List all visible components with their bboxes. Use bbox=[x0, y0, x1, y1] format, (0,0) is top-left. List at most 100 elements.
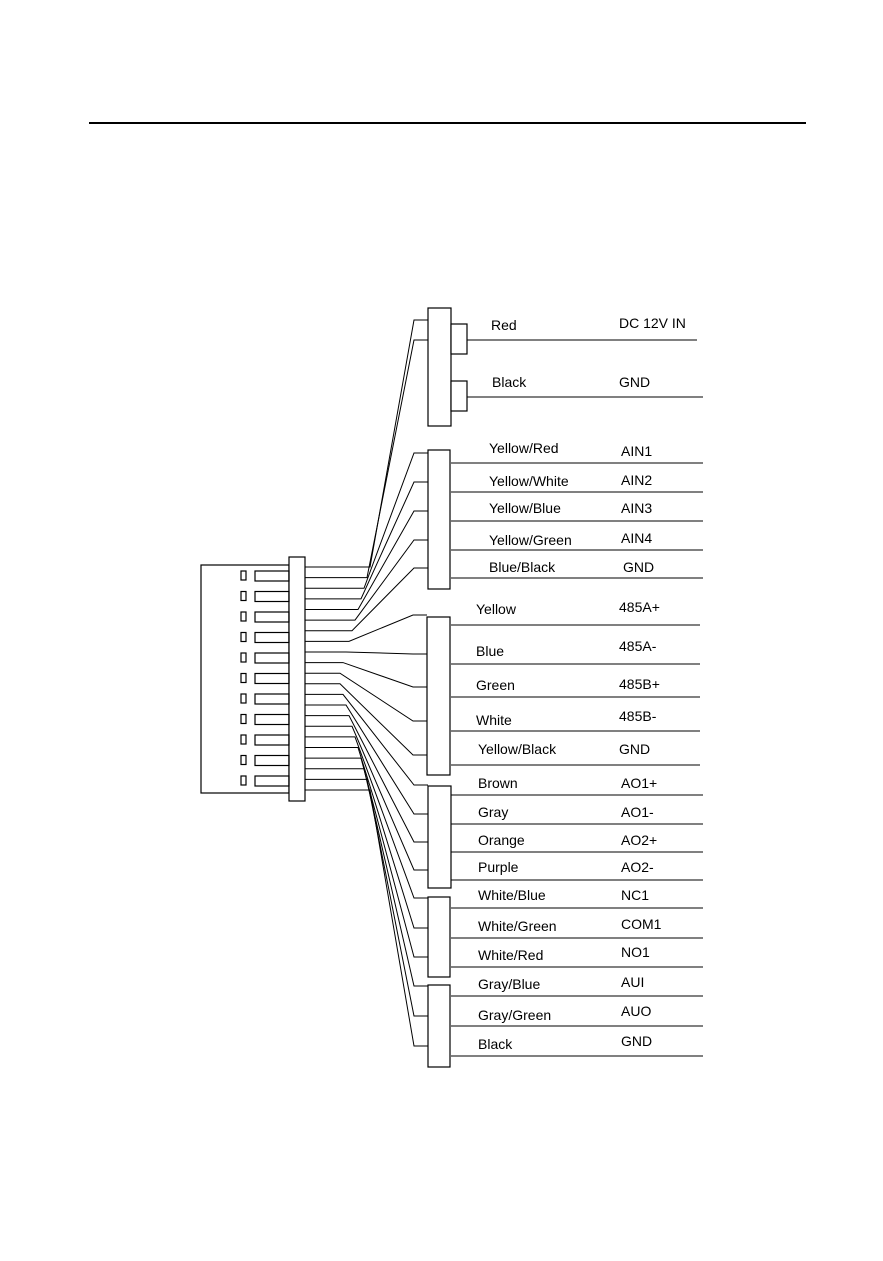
fanout-wire bbox=[305, 672, 427, 722]
wire-color-label: Blue/Black bbox=[489, 559, 556, 575]
wire-fanout bbox=[305, 319, 428, 1047]
wire-signal-label: NC1 bbox=[621, 887, 649, 903]
connector-pin bbox=[240, 631, 247, 643]
main-connector bbox=[200, 556, 306, 802]
connector-pin-socket bbox=[254, 734, 290, 746]
fanout-wire bbox=[305, 736, 428, 899]
connector-pin bbox=[240, 652, 247, 663]
fanout-wire bbox=[305, 715, 428, 843]
wire-signal-label: COM1 bbox=[621, 916, 662, 932]
wire-signal-label: AO1- bbox=[621, 804, 654, 820]
connector-pin-socket bbox=[254, 611, 290, 623]
fanout-wire bbox=[305, 662, 427, 688]
wire-signal-label: 485B+ bbox=[619, 676, 660, 692]
wire-signal-label: AIN1 bbox=[621, 443, 652, 459]
wire-signal-label: DC 12V IN bbox=[619, 315, 686, 331]
wire-signal-label: GND bbox=[623, 559, 654, 575]
wire-signal-label: AIN2 bbox=[621, 472, 652, 488]
fanout-wire bbox=[305, 725, 428, 871]
wire-signal-label: AIN4 bbox=[621, 530, 652, 546]
wire-signal-label: GND bbox=[619, 741, 650, 757]
wire-color-label: White/Red bbox=[478, 947, 543, 963]
connector-pin bbox=[240, 672, 247, 684]
fanout-wire bbox=[305, 651, 427, 655]
fanout-wire bbox=[305, 452, 428, 589]
wire-color-label: Yellow/Red bbox=[489, 440, 559, 456]
wire-color-label: Yellow/Green bbox=[489, 532, 572, 548]
power-terminal-tab bbox=[450, 323, 468, 355]
wire-color-label: Gray/Blue bbox=[478, 976, 540, 992]
fanout-wire bbox=[305, 567, 428, 632]
wire-signal-label: GND bbox=[619, 374, 650, 390]
terminal-block-analog-in bbox=[427, 449, 451, 590]
connector-pin-socket bbox=[254, 652, 290, 664]
wire-color-label: Red bbox=[491, 317, 517, 333]
wire-color-label: Yellow/White bbox=[489, 473, 569, 489]
wire-color-label: Green bbox=[476, 677, 515, 693]
terminal-block-rs485 bbox=[426, 616, 451, 776]
connector-pin-socket bbox=[254, 754, 290, 767]
wire-color-label: Brown bbox=[478, 775, 518, 791]
connector-pin-socket bbox=[254, 693, 290, 705]
wire-color-label: Black bbox=[478, 1036, 513, 1052]
fanout-wire bbox=[305, 693, 428, 786]
wire-color-label: White bbox=[476, 712, 512, 728]
wire-color-label: Gray bbox=[478, 804, 508, 820]
connector-pin bbox=[240, 590, 247, 602]
fanout-wire bbox=[305, 510, 428, 610]
wire-signal-label: AUO bbox=[621, 1003, 651, 1019]
wire-signal-label: AUI bbox=[621, 974, 644, 990]
wire-color-label: Gray/Green bbox=[478, 1007, 551, 1023]
connector-pin-socket bbox=[254, 631, 290, 644]
fanout-wire bbox=[305, 683, 427, 756]
connector-pin bbox=[240, 754, 247, 766]
fanout-wire bbox=[305, 768, 428, 987]
fanout-wire bbox=[305, 339, 428, 579]
fanout-wire bbox=[305, 778, 428, 1017]
terminal-block-analog-out bbox=[427, 785, 452, 889]
wire-leads bbox=[451, 339, 703, 1057]
wire-signal-label: 485A- bbox=[619, 638, 657, 654]
fanout-wire bbox=[305, 539, 428, 621]
wire-color-label: White/Blue bbox=[478, 887, 546, 903]
connector-pin bbox=[240, 775, 247, 786]
connector-pin bbox=[240, 713, 247, 725]
wire-color-label: Black bbox=[492, 374, 527, 390]
fanout-wire bbox=[305, 319, 428, 568]
wire-color-label: Blue bbox=[476, 643, 504, 659]
fanout-wire bbox=[305, 789, 428, 1047]
connector-plug bbox=[288, 556, 306, 802]
connector-pin bbox=[240, 570, 247, 581]
wire-signal-label: 485A+ bbox=[619, 599, 660, 615]
fanout-wire bbox=[305, 481, 428, 600]
wire-color-label: Orange bbox=[478, 832, 525, 848]
wire-signal-label: AO2+ bbox=[621, 832, 657, 848]
connector-pin bbox=[240, 693, 247, 704]
connector-pin-socket bbox=[254, 590, 290, 603]
wire-signal-label: 485B- bbox=[619, 708, 657, 724]
wire-color-label: Yellow/Black bbox=[478, 741, 557, 757]
terminal-block-relay bbox=[427, 896, 451, 978]
terminal-block-power bbox=[427, 307, 452, 427]
wire-color-label: Yellow bbox=[476, 601, 517, 617]
wire-signal-label: GND bbox=[621, 1033, 652, 1049]
fanout-wire bbox=[305, 614, 427, 642]
fanout-wire bbox=[305, 757, 428, 958]
wire-signal-label: AO1+ bbox=[621, 775, 657, 791]
wire-signal-label: AIN3 bbox=[621, 500, 652, 516]
connector-body bbox=[200, 564, 290, 794]
fanout-wire bbox=[305, 704, 428, 815]
wire-color-label: White/Green bbox=[478, 918, 557, 934]
wire-color-label: Yellow/Blue bbox=[489, 500, 561, 516]
connector-pin bbox=[240, 611, 247, 622]
connector-pin-socket bbox=[254, 775, 290, 787]
connector-pin bbox=[240, 734, 247, 745]
terminal-blocks bbox=[426, 307, 468, 1068]
connector-pin-socket bbox=[254, 672, 290, 685]
wire-color-label: Purple bbox=[478, 859, 519, 875]
fanout-wire bbox=[305, 747, 428, 929]
wire-signal-label: AO2- bbox=[621, 859, 654, 875]
connector-pin-socket bbox=[254, 570, 290, 582]
